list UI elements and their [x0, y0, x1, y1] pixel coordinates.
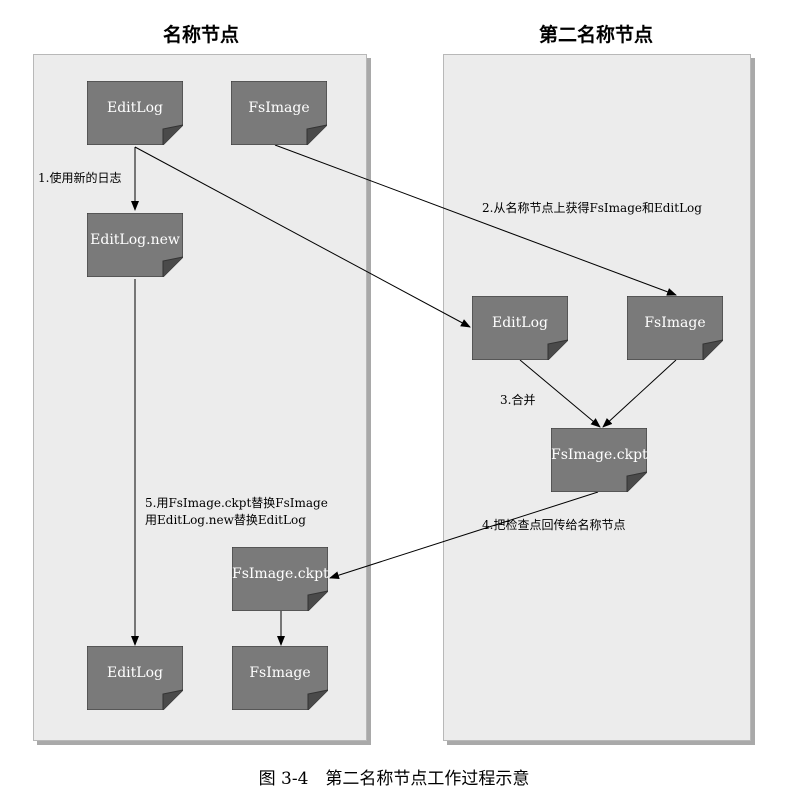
figure-caption: 图 3-4 第二名称节点工作过程示意	[258, 769, 530, 789]
document-icon	[87, 81, 183, 145]
document-label: EditLog.new	[90, 232, 180, 248]
arrow-step4	[329, 491, 599, 580]
document-label: EditLog	[107, 100, 163, 116]
namenode-fsimage-document: FsImage	[231, 81, 327, 145]
namenode-fsimage-ckpt-document: FsImage.ckpt	[232, 547, 329, 611]
arrow-editlog-to-secondary	[134, 146, 471, 328]
document-icon	[551, 428, 647, 492]
document-label: EditLog	[107, 665, 163, 681]
secondary-editlog-document: EditLog	[472, 296, 568, 360]
document-label: FsImage.ckpt	[232, 566, 329, 582]
secondary-fsimage-ckpt-document: FsImage.ckpt	[551, 428, 648, 492]
namenode-panel	[33, 54, 367, 741]
secondary-namenode-panel	[443, 54, 751, 741]
step4-label: 4.把检查点回传给名称节点	[482, 518, 626, 532]
arrow-fsimage-merge	[602, 359, 677, 428]
document-icon	[231, 81, 327, 145]
step5-label-line2: 用EditLog.new替换EditLog	[145, 513, 306, 527]
document-label: FsImage	[248, 100, 310, 116]
document-label: FsImage	[644, 315, 706, 331]
document-icon	[472, 296, 568, 360]
namenode-title: 名称节点	[163, 24, 240, 46]
document-icon	[87, 646, 183, 710]
document-icon	[627, 296, 723, 360]
step2-label: 2.从名称节点上获得FsImage和EditLog	[482, 201, 702, 215]
document-label: FsImage.ckpt	[551, 447, 648, 463]
arrow-editlog-merge	[519, 359, 601, 428]
namenode-final-fsimage-document: FsImage	[232, 646, 328, 710]
document-label: EditLog	[492, 315, 548, 331]
document-icon	[232, 547, 328, 611]
document-label: FsImage	[249, 665, 311, 681]
document-icon	[87, 213, 183, 277]
document-icon	[232, 646, 328, 710]
namenode-editlog-new-document: EditLog.new	[87, 213, 183, 277]
arrow-fsimage-to-secondary	[274, 144, 677, 296]
namenode-editlog-document: EditLog	[87, 81, 183, 145]
namenode-final-editlog-document: EditLog	[87, 646, 183, 710]
secondary-fsimage-document: FsImage	[627, 296, 723, 360]
step1-label: 1.使用新的日志	[38, 171, 122, 185]
step5-label-line1: 5.用FsImage.ckpt替换FsImage	[145, 496, 328, 510]
secondary-namenode-title: 第二名称节点	[539, 24, 654, 46]
step3-label: 3.合并	[500, 393, 536, 407]
